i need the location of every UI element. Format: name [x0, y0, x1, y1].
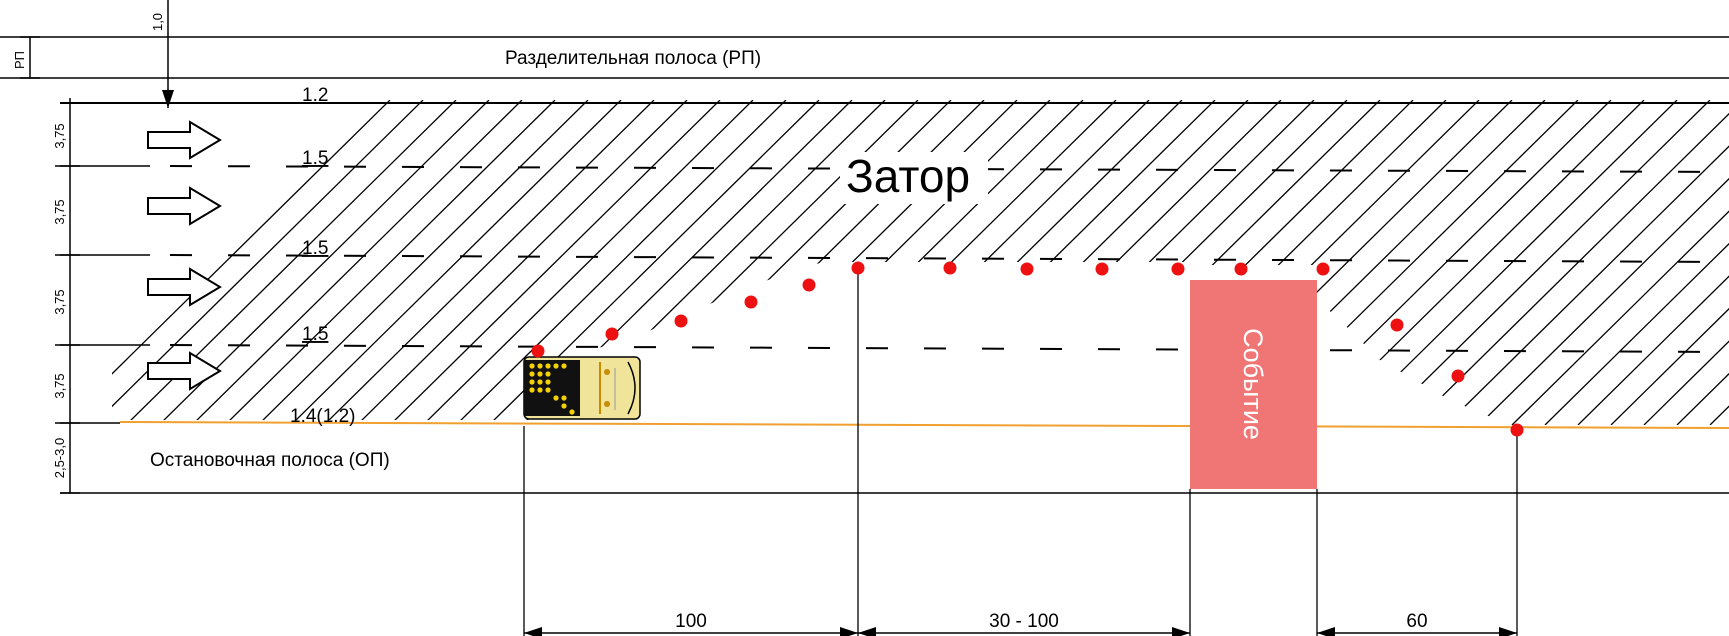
traffic-cone-icon [605, 327, 619, 341]
hatch-line [1643, 100, 1729, 425]
arrow-board-light [529, 363, 535, 369]
arrow-right-icon [147, 351, 222, 391]
traffic-cone-icon [531, 344, 545, 358]
event-block [1190, 280, 1317, 489]
traffic-cone-icon [744, 295, 758, 309]
traffic-direction-arrows [147, 120, 222, 391]
arrow-board-light [545, 363, 551, 369]
arrow-board-light [537, 371, 543, 377]
hatch-line [290, 100, 622, 425]
arrow-board-light [553, 363, 559, 369]
marking-code-shoulder: 1.4(1.2) [290, 406, 355, 427]
hatch-line [1544, 100, 1729, 425]
arrow-board-light [537, 387, 543, 393]
traffic-cone-icon [1020, 262, 1034, 276]
left-dimensions [20, 0, 174, 494]
shoulder-edge-line [119, 421, 1729, 429]
traffic-cone-icon [1095, 262, 1109, 276]
median-strip-label: Разделительная полоса (РП) [505, 48, 761, 69]
hatch-line [389, 100, 721, 425]
hatch-line [1511, 100, 1729, 425]
median-offset-label: 1,0 [150, 13, 165, 31]
arrow-board-light [545, 379, 551, 385]
arrow-board-light [537, 363, 543, 369]
traffic-cone-icon [674, 314, 688, 328]
hatch-line [1346, 100, 1678, 425]
hatch-line [455, 100, 787, 425]
arrow-board-light [561, 363, 567, 369]
hatch-line [1610, 100, 1729, 425]
jam-label: Затор [846, 150, 970, 202]
traffic-cone-icon [1510, 423, 1524, 437]
hatch-line [1478, 100, 1729, 425]
arrow-board-light [529, 371, 535, 377]
lane-4-width-label: 3,75 [52, 373, 67, 398]
event-label: Событие [1238, 328, 1268, 440]
shoulder-width-label: 2,5-3,0 [52, 438, 67, 478]
traffic-cone-icon [851, 261, 865, 275]
hatch-line [1577, 100, 1729, 425]
hatch-line [422, 100, 754, 425]
lane-line-2 [169, 254, 1729, 263]
marking-code-lane-1: 1.5 [302, 148, 328, 169]
distance-reference-lines [523, 268, 1518, 636]
lane-2-width-label: 3,75 [52, 199, 67, 224]
marking-code-lane-2: 1.5 [302, 238, 328, 259]
hatch-line [1445, 100, 1729, 425]
traffic-cone-icon [802, 278, 816, 292]
traffic-cone-icon [943, 261, 957, 275]
traffic-cone-icon [1171, 262, 1185, 276]
arrow-board-light [561, 403, 567, 409]
lane-3-width-label: 3,75 [52, 289, 67, 314]
traffic-cones [531, 261, 1524, 437]
marking-code-lane-3: 1.5 [302, 324, 328, 345]
traffic-cone-icon [1316, 262, 1330, 276]
lane-1-width-label: 3,75 [52, 123, 67, 148]
hatch-line [323, 100, 655, 425]
arrow-right-icon [147, 267, 222, 307]
traffic-cone-icon [1451, 369, 1465, 383]
arrow-right-icon [147, 186, 222, 226]
hatch-line [356, 100, 688, 425]
arrow-board-light [561, 395, 567, 401]
median-width-label: РП [12, 51, 27, 69]
hatch-line [1379, 100, 1711, 425]
arrow-board-light [529, 387, 535, 393]
traffic-cone-icon [1390, 318, 1404, 332]
shoulder-label: Остановочная полоса (ОП) [150, 450, 390, 471]
arrow-board-light [545, 387, 551, 393]
arrow-board-vehicle-icon [523, 356, 641, 420]
hatch-line [112, 100, 391, 425]
arrow-board-light [553, 395, 559, 401]
road-lines [0, 36, 1729, 494]
hatch-line [224, 100, 556, 425]
arrow-right-icon [147, 120, 222, 160]
arrow-board-light [569, 409, 575, 415]
arrow-board-light [545, 371, 551, 377]
distance-label-exit: 60 [1406, 611, 1427, 632]
hatch-line [191, 100, 523, 425]
marking-code-edge: 1.2 [302, 85, 328, 106]
distance-label-buffer: 30 - 100 [989, 611, 1059, 632]
distance-label-taper: 100 [675, 611, 707, 632]
traffic-cone-icon [1234, 262, 1248, 276]
lane-line-3 [169, 344, 1729, 353]
hatch-line [1412, 100, 1729, 425]
arrow-board-light [537, 379, 543, 385]
hatch-line [257, 100, 589, 425]
arrow-board-light [529, 379, 535, 385]
